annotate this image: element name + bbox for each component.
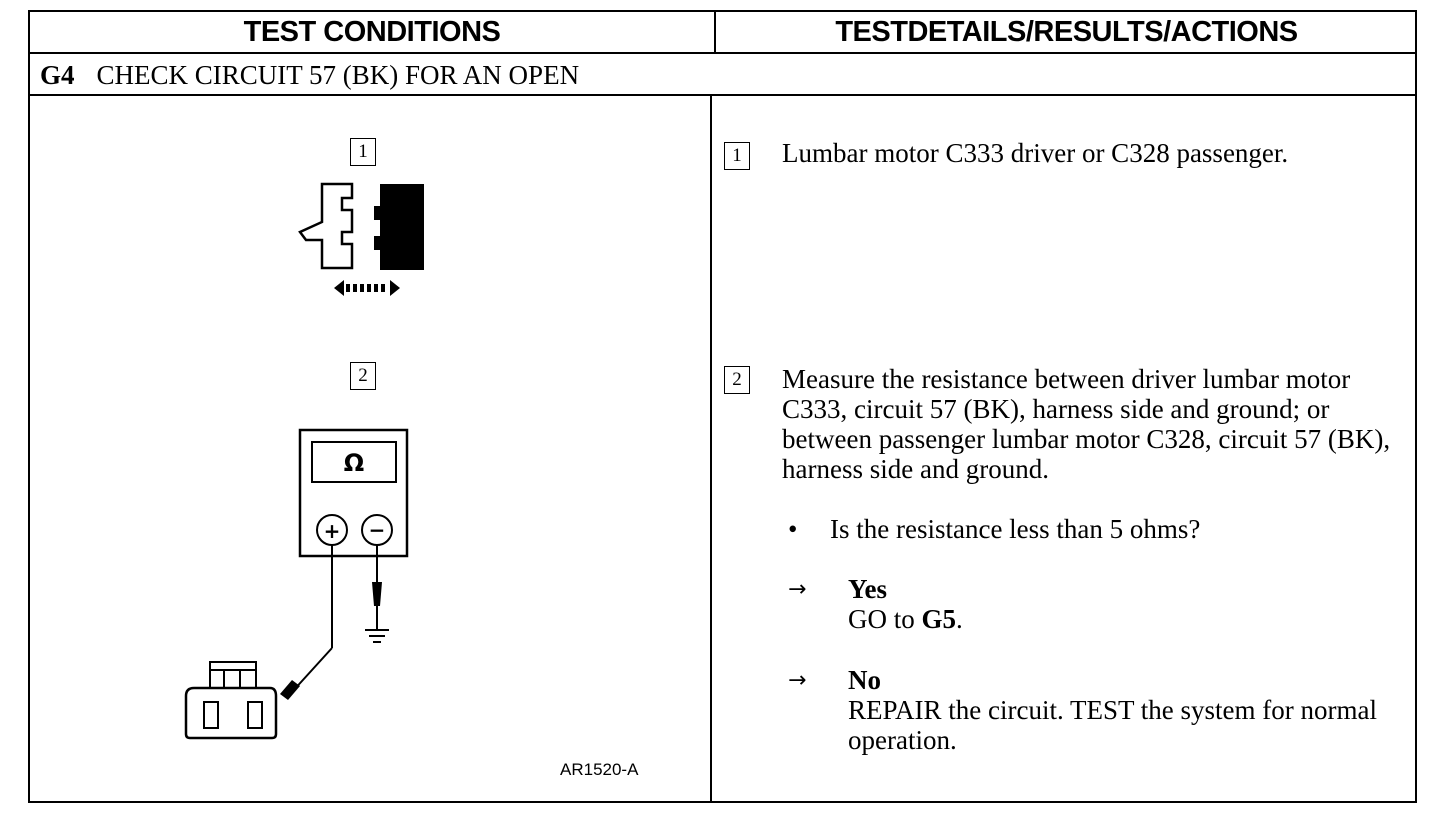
question-text: Is the resistance less than 5 ohms?: [830, 514, 1201, 544]
step-number-1: 1: [724, 142, 750, 170]
answer-yes-label: Yes: [848, 574, 887, 604]
step-1-text: Lumbar motor C333 driver or C328 passeng…: [782, 138, 1289, 168]
answer-yes-action-suffix: .: [956, 604, 963, 634]
ohmmeter-icon: [280, 428, 409, 700]
ground-icon: [365, 629, 389, 643]
connector-disconnect-icon: [298, 182, 424, 296]
step-number-2: 2: [724, 366, 750, 394]
divider: [30, 52, 1415, 54]
right-arrow-icon: →: [788, 668, 807, 693]
right-arrow-icon: →: [788, 577, 807, 602]
minus-terminal-label: −: [369, 518, 386, 542]
ohm-symbol: Ω: [344, 449, 364, 477]
diagnostic-table: TEST CONDITIONS TESTDETAILS/RESULTS/ACTI…: [28, 10, 1417, 803]
divider: [710, 96, 712, 801]
bullet-icon: •: [788, 514, 798, 544]
header-test-conditions: TEST CONDITIONS: [243, 15, 501, 48]
harness-connector-icon: [184, 661, 278, 740]
test-figure: Ω + −: [184, 182, 424, 740]
answer-yes: Yes GO to G5.: [848, 574, 1408, 634]
step-code: G4: [40, 59, 75, 90]
header-test-details: TESTDETAILS/RESULTS/ACTIONS: [835, 15, 1298, 48]
step-2-text: Measure the resistance between driver lu…: [782, 364, 1391, 484]
answer-yes-action-prefix: GO to: [848, 604, 922, 634]
figure-step-number-1: 1: [350, 138, 376, 166]
plus-terminal-label: +: [324, 519, 341, 543]
figure-step-number-2: 2: [350, 362, 376, 390]
answer-no-action: REPAIR the circuit. TEST the system for …: [848, 695, 1377, 755]
answer-no: No REPAIR the circuit. TEST the system f…: [848, 665, 1408, 755]
answer-yes-action-ref: G5: [921, 604, 957, 634]
step-title-text: CHECK CIRCUIT 57 (BK) FOR AN OPEN: [96, 59, 580, 90]
figure-code: AR1520-A: [560, 760, 639, 779]
step-title: G4 CHECK CIRCUIT 57 (BK) FOR AN OPEN: [40, 56, 579, 94]
divider: [30, 94, 1415, 96]
answer-no-label: No: [848, 665, 881, 695]
divider: [714, 12, 716, 52]
